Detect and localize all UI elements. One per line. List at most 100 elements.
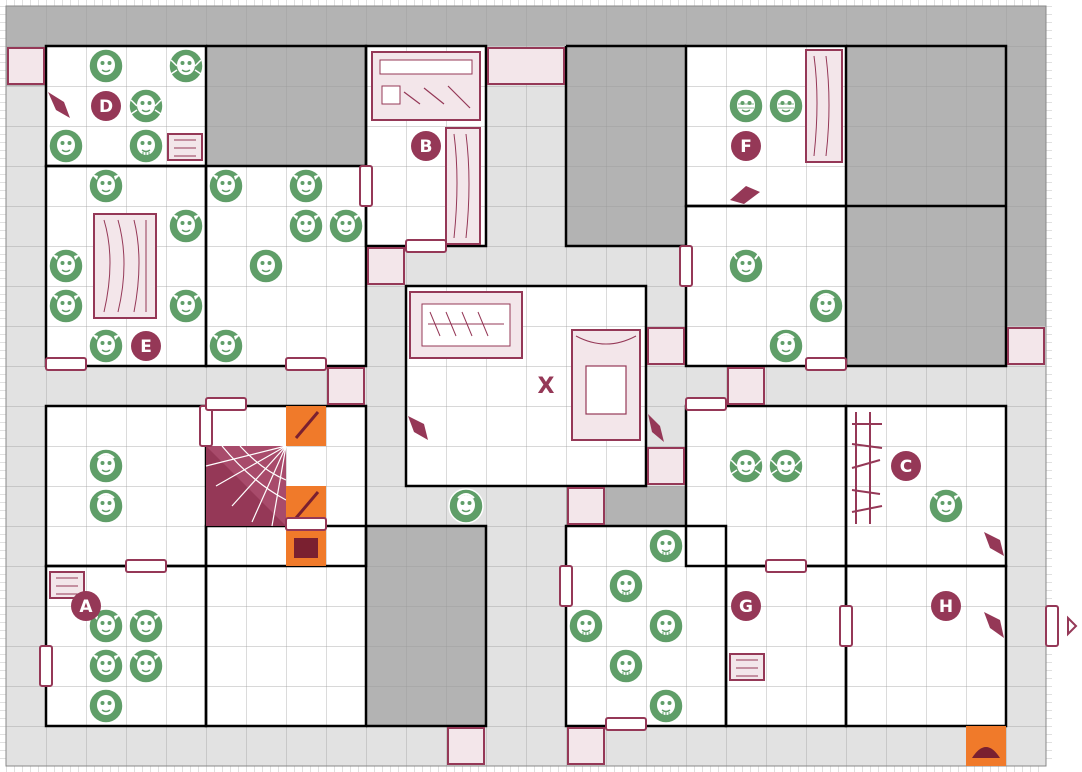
fimir-icon: [88, 448, 124, 484]
goblin-icon: [328, 208, 364, 244]
goblin-icon: [88, 648, 124, 684]
rubble-block: [7, 47, 45, 85]
orc-icon: [248, 248, 284, 284]
door: [45, 357, 87, 371]
secret-door: [730, 186, 760, 204]
weapons-rack: [851, 412, 883, 524]
secret-door: [408, 416, 428, 440]
orc-icon: [88, 688, 124, 724]
monster-tokens: [48, 48, 964, 724]
door: [199, 405, 213, 447]
rubble-block: [647, 327, 685, 365]
giant-spider-icon: [168, 48, 204, 84]
orc-icon: [48, 128, 84, 164]
svg-text:A: A: [79, 597, 93, 617]
table: [805, 49, 843, 163]
staircase: [205, 445, 287, 527]
door: [205, 397, 247, 411]
skeleton-icon: [608, 568, 644, 604]
svg-text:F: F: [740, 137, 752, 157]
room-label-a: A: [71, 591, 101, 621]
rubble-block: [447, 727, 485, 765]
secret-door: [48, 92, 70, 118]
start-marker: X: [538, 374, 555, 399]
skeleton-icon: [648, 688, 684, 724]
goblin-icon: [128, 648, 164, 684]
rubble: [7, 47, 1045, 765]
door: [839, 605, 853, 647]
door: [679, 245, 693, 287]
orc-icon: [88, 48, 124, 84]
furniture: [49, 49, 883, 681]
secret-door: [984, 532, 1004, 556]
svg-text:B: B: [420, 137, 433, 157]
room-labels: A B C D E F G H X: [71, 91, 961, 621]
goblin-icon: [88, 328, 124, 364]
rubble-block: [1007, 327, 1045, 365]
goblin-icon: [48, 288, 84, 324]
svg-text:H: H: [939, 597, 953, 617]
rubble-block: [727, 367, 765, 405]
rubble-block: [647, 447, 685, 485]
goblin-icon: [88, 608, 124, 644]
fimir-icon: [808, 288, 844, 324]
goblin-icon: [928, 488, 964, 524]
rubble-block: [567, 487, 605, 525]
door: [559, 565, 573, 607]
ruler-left: [0, 6, 6, 766]
rubble-block: [487, 47, 565, 85]
door: [685, 397, 727, 411]
skeleton-icon: [568, 608, 604, 644]
table: [445, 127, 481, 245]
grid: [6, 6, 1046, 766]
rubble-block: [327, 367, 365, 405]
secret-door: [648, 414, 664, 442]
door: [405, 239, 447, 253]
door: [39, 645, 53, 687]
ruler-right: [1046, 6, 1052, 766]
rubble-block: [567, 727, 605, 765]
goblin-icon: [288, 168, 324, 204]
room-label-g: G: [731, 591, 761, 621]
giant-spider-icon: [768, 448, 804, 484]
goblin-icon: [168, 208, 204, 244]
fimir-icon: [88, 488, 124, 524]
door: [805, 357, 847, 371]
secret-doors: [48, 92, 1004, 638]
room-label-h: H: [931, 591, 961, 621]
fimir-icon: [768, 328, 804, 364]
fimir-icon: [448, 488, 484, 524]
giant-spider-icon: [728, 448, 764, 484]
goblin-icon: [288, 208, 324, 244]
svg-text:C: C: [900, 457, 912, 477]
room-label-c: C: [891, 451, 921, 481]
door: [1045, 605, 1059, 647]
ruler-bottom: [6, 766, 1046, 772]
skeleton-icon: [128, 128, 164, 164]
room-label-f: F: [731, 131, 761, 161]
door: [285, 517, 327, 531]
chaos-warrior-icon: [728, 248, 764, 284]
rubble-block: [367, 247, 405, 285]
door: [359, 165, 373, 207]
room-label-b: B: [411, 131, 441, 161]
svg-text:G: G: [739, 597, 753, 617]
goblin-icon: [168, 288, 204, 324]
skeleton-icon: [648, 608, 684, 644]
ruler-top: [6, 0, 1046, 6]
exit-arrow-icon: [1067, 615, 1078, 637]
mummy-icon: [728, 88, 764, 124]
skeleton-icon: [648, 528, 684, 564]
svg-text:D: D: [99, 97, 113, 117]
skeleton-icon: [608, 648, 644, 684]
room-label-e: E: [131, 331, 161, 361]
goblin-icon: [48, 248, 84, 284]
goblin-icon: [208, 328, 244, 364]
table: [93, 213, 157, 319]
doors: [39, 165, 1078, 731]
pit-trap: [966, 726, 1006, 766]
goblin-icon: [128, 608, 164, 644]
door: [605, 717, 647, 731]
traps: [286, 406, 1006, 766]
